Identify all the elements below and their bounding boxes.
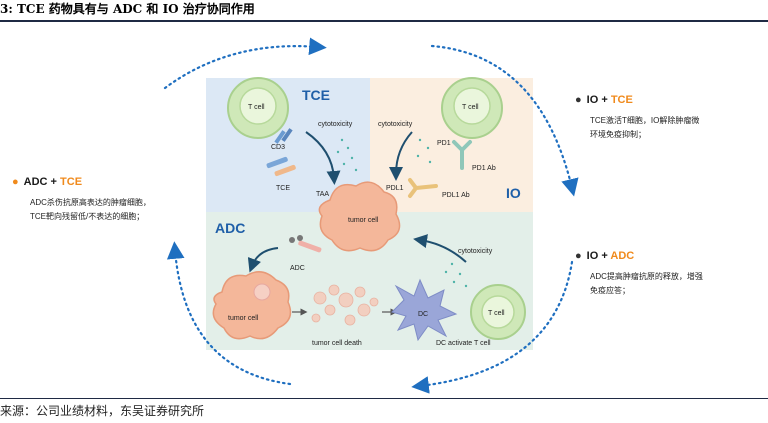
bullet-icon: ● — [575, 94, 582, 106]
cytotoxicity-arrow-adc — [413, 234, 467, 263]
svg-text:tumor cell: tumor cell — [228, 315, 259, 322]
svg-text:DC: DC — [418, 311, 428, 318]
io-adc-description: ADC提高肿瘤抗原的释放，增强 免疫应答； — [590, 272, 703, 295]
figure-title: 3: TCE 药物具有与 ADC 和 IO 治疗协同作用 — [0, 2, 255, 16]
io-adc-heading: ●IO + ADC — [575, 250, 635, 262]
dc-activate-label: DC activate T cell — [436, 340, 491, 347]
bullet-icon: ● — [12, 176, 19, 188]
tumor-cell-death-label: tumor cell death — [312, 340, 362, 347]
cytotoxicity-label-io: cytotoxicity — [378, 121, 413, 128]
io-tce-description: TCE激活T细胞，IO解除肿瘤微 环境免疫抑制； — [590, 116, 700, 139]
source-note: 来源：公司业绩材料，东吴证券研究所 — [0, 404, 205, 418]
cycle-arrow-top-left — [163, 37, 327, 90]
cytotoxicity-label-adc: cytotoxicity — [458, 248, 493, 255]
svg-text:T cell: T cell — [488, 310, 505, 317]
adc-molecule-icon — [289, 235, 322, 253]
cytotoxicity-label-top: cytotoxicity — [318, 121, 353, 128]
adc-quadrant-label: ADC — [215, 220, 245, 236]
adc-tce-description: ADC杀伤抗原高表达的肿瘤细胞， TCE靶向残留低/不表达的细胞； — [30, 198, 151, 221]
cd3-label: CD3 — [271, 144, 285, 151]
adc-granules — [444, 262, 468, 288]
tce-label: TCE — [276, 185, 290, 192]
adc-arrow-left — [247, 247, 279, 273]
tumor-cell-center: tumor cell — [318, 181, 401, 252]
tce-quadrant-label: TCE — [302, 87, 330, 103]
title-rule — [0, 20, 768, 22]
svg-text:tumor cell: tumor cell — [348, 217, 379, 224]
cytotoxic-granules — [336, 138, 358, 172]
pd1-ab-label: PD1 Ab — [472, 165, 496, 172]
tumor-cell-death-debris — [311, 284, 379, 326]
cycle-arrow-top-right — [430, 44, 579, 197]
t-cell-tce: T cell — [227, 77, 289, 139]
svg-text:T cell: T cell — [462, 104, 479, 111]
source-rule — [0, 398, 768, 399]
pdl1-ab-label: PDL1 Ab — [442, 192, 470, 199]
io-tce-heading: ●IO + TCE — [575, 94, 633, 106]
pd1-antibody-icon — [452, 140, 472, 170]
adc-tce-heading: ●ADC + TCE — [12, 176, 83, 188]
t-cell-adc: T cell — [470, 284, 526, 340]
cycle-arrow-bottom-right — [411, 260, 574, 394]
dendritic-cell: DC — [391, 278, 458, 342]
adc-label: ADC — [290, 265, 305, 272]
cytotoxicity-arrow-io — [389, 131, 413, 181]
bullet-icon: ● — [575, 250, 582, 262]
cycle-arrow-bottom-left — [166, 241, 292, 386]
tumor-cell-adc: tumor cell — [212, 271, 292, 340]
io-granules — [416, 138, 432, 164]
taa-label: TAA — [316, 191, 329, 198]
pdl1-antibody-icon — [408, 178, 438, 198]
pdl1-label: PDL1 — [386, 185, 404, 192]
t-cell-label: T cell — [248, 104, 265, 111]
pd1-label: PD1 — [437, 140, 451, 147]
io-quadrant-label: IO — [506, 185, 521, 201]
t-cell-io: T cell — [441, 77, 503, 139]
cd3-receptor — [274, 128, 293, 144]
tce-molecule-icon — [266, 156, 296, 177]
cytotoxicity-arrow-tce — [305, 131, 341, 185]
